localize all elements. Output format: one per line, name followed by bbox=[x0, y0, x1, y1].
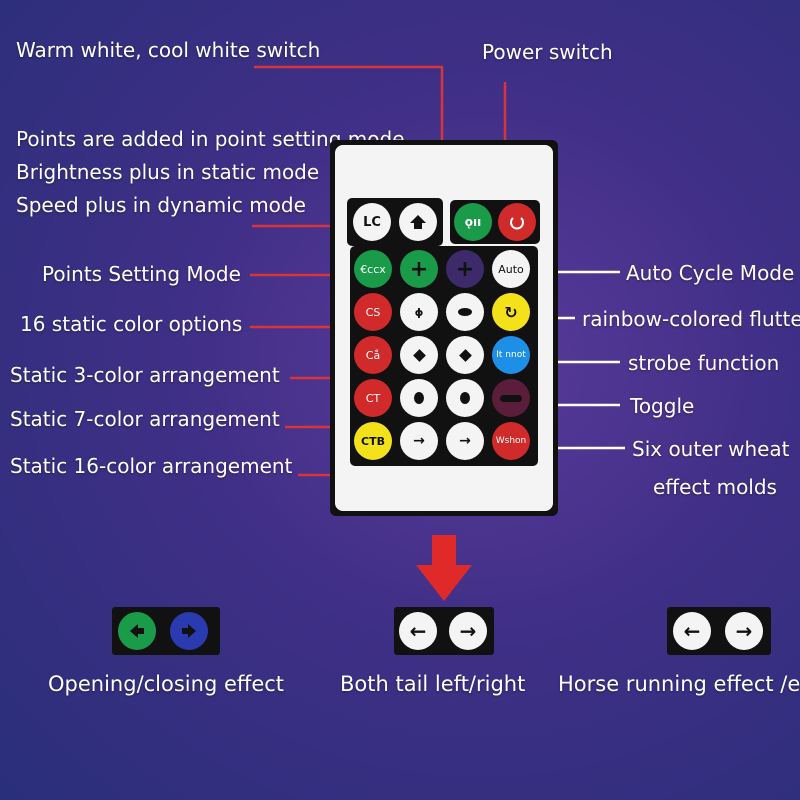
label-both-tail: Both tail left/right bbox=[340, 672, 526, 696]
button-grid: €ccx + + Auto CS ɸ ↻ Cå It nnot CT CTB →… bbox=[350, 246, 538, 466]
label-opening-closing: Opening/closing effect bbox=[48, 672, 285, 696]
auto-button[interactable]: Auto bbox=[492, 250, 530, 288]
open-button[interactable] bbox=[118, 612, 156, 650]
label-auto-cycle: Auto Cycle Mode bbox=[626, 261, 795, 285]
cs-button[interactable]: CS bbox=[354, 293, 392, 331]
right-arrow-button-1[interactable]: → bbox=[400, 422, 438, 460]
diamond-icon bbox=[412, 348, 426, 362]
diamond-icon bbox=[458, 348, 472, 362]
rainbow-button[interactable]: ↻ bbox=[492, 293, 530, 331]
tail-right-button[interactable]: → bbox=[449, 612, 487, 650]
static-color-button-6[interactable] bbox=[446, 379, 484, 417]
label-power: Power switch bbox=[482, 40, 613, 64]
top-left-pad: LC bbox=[347, 198, 443, 246]
horse-running-pad: ← → bbox=[667, 607, 771, 655]
label-six-outer-1: Six outer wheat bbox=[632, 437, 790, 461]
c3-button[interactable]: Cå bbox=[354, 336, 392, 374]
label-warm-cool: Warm white, cool white switch bbox=[16, 38, 321, 62]
power-icon bbox=[510, 217, 524, 230]
close-button[interactable] bbox=[170, 612, 208, 650]
oval-icon bbox=[460, 392, 470, 404]
mode-button[interactable]: ǫıı bbox=[454, 203, 492, 241]
both-tail-pad: ← → bbox=[394, 607, 494, 655]
points-setting-button[interactable]: €ccx bbox=[354, 250, 392, 288]
right-arrow-button-2[interactable]: → bbox=[446, 422, 484, 460]
label-brightness-plus: Brightness plus in static mode bbox=[16, 160, 320, 184]
house-icon bbox=[410, 215, 426, 229]
plus-dark-button[interactable]: + bbox=[446, 250, 484, 288]
ct-button[interactable]: CT bbox=[354, 379, 392, 417]
right-arrow-icon bbox=[182, 624, 196, 638]
static-color-button-2[interactable] bbox=[446, 293, 484, 331]
static-color-button-5[interactable] bbox=[400, 379, 438, 417]
static-color-button-1[interactable]: ɸ bbox=[400, 293, 438, 331]
horse-left-button[interactable]: ← bbox=[673, 612, 711, 650]
label-six-outer-2: effect molds bbox=[653, 475, 777, 499]
wheat-effect-button[interactable]: Wshon bbox=[492, 422, 530, 460]
tail-left-button[interactable]: ← bbox=[399, 612, 437, 650]
label-static7: Static 7-color arrangement bbox=[10, 407, 280, 431]
left-arrow-icon bbox=[130, 624, 144, 638]
opening-closing-pad bbox=[112, 607, 220, 655]
label-speed-plus: Speed plus in dynamic mode bbox=[16, 193, 306, 217]
plus-button[interactable]: + bbox=[400, 250, 438, 288]
label-rainbow: rainbow-colored flutter bbox=[582, 307, 800, 331]
bar-icon bbox=[500, 394, 522, 402]
power-button[interactable] bbox=[498, 203, 536, 241]
label-toggle: Toggle bbox=[630, 394, 695, 418]
label-static3: Static 3-color arrangement bbox=[10, 363, 280, 387]
home-button[interactable] bbox=[399, 203, 437, 241]
label-horse-running: Horse running effect /eft bbox=[558, 672, 800, 696]
label-static16arr: Static 16-color arrangement bbox=[10, 454, 293, 478]
label-strobe: strobe function bbox=[628, 351, 780, 375]
oval-icon bbox=[414, 392, 424, 404]
remote-control: LC ǫıı €ccx + + Auto CS ɸ ↻ Cå It nnot bbox=[330, 140, 558, 516]
label-static16: 16 static color options bbox=[20, 312, 243, 336]
down-arrow-icon bbox=[416, 535, 472, 601]
label-points-setting: Points Setting Mode bbox=[42, 262, 241, 286]
lc-button[interactable]: LC bbox=[353, 203, 391, 241]
toggle-button[interactable] bbox=[492, 379, 530, 417]
ctb-button[interactable]: CTB bbox=[354, 422, 392, 460]
static-color-button-4[interactable] bbox=[446, 336, 484, 374]
top-right-pad: ǫıı bbox=[450, 200, 540, 244]
horse-right-button[interactable]: → bbox=[725, 612, 763, 650]
strobe-button[interactable]: It nnot bbox=[492, 336, 530, 374]
oval-icon bbox=[458, 308, 472, 316]
static-color-button-3[interactable] bbox=[400, 336, 438, 374]
